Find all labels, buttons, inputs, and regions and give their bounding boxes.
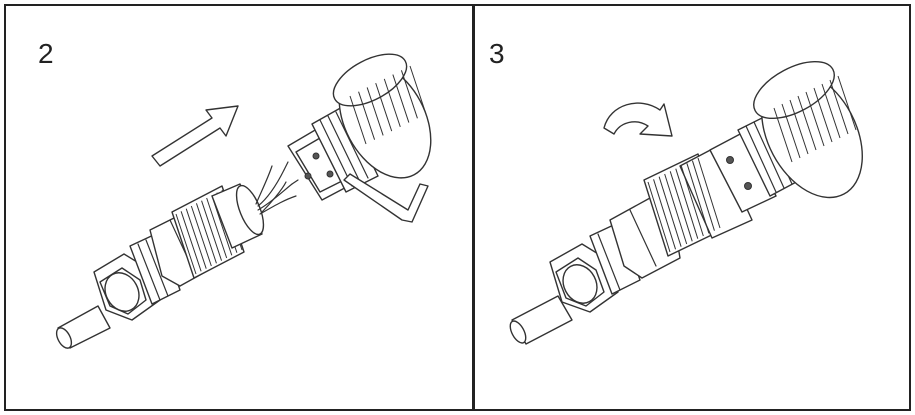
panel-step-3 [473,4,911,411]
assembled-connector [509,60,863,345]
hex-key-icon [343,173,429,223]
cable-gland-assembly [55,185,245,349]
step-number-2: 2 [38,38,54,69]
coupling-body-left [211,183,265,249]
knurled-cap-right [773,75,857,163]
rotate-arrow-icon [603,102,673,137]
cable-wires-icon [255,161,299,215]
knurled-cap-left [349,65,427,145]
step-number-3: 3 [489,38,505,69]
straight-arrow-icon [151,105,239,167]
knurled-ring-right [647,157,721,253]
